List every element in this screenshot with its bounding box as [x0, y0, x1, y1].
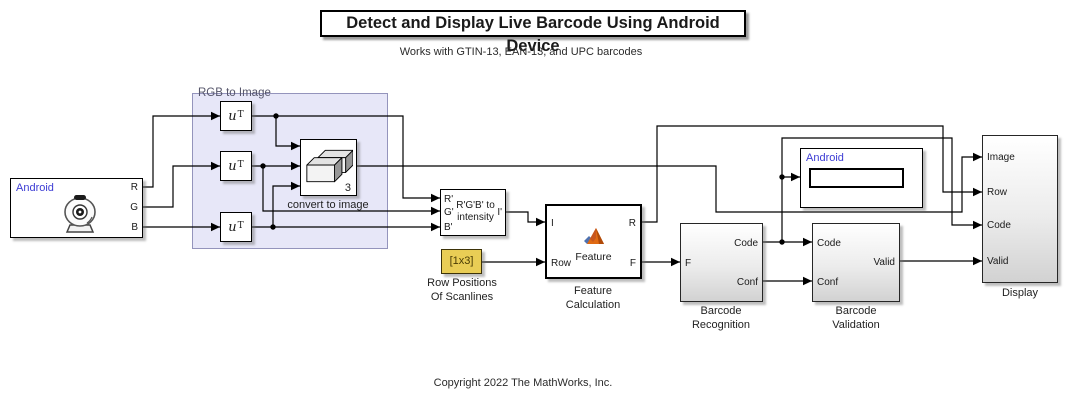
feature-calculation-label: Feature [574, 285, 612, 297]
barcode-validation-block[interactable]: Code Conf Valid [812, 223, 900, 302]
diagram-subtitle: Works with GTIN-13, EAN-13, and UPC barc… [399, 46, 643, 58]
port-in-image: Image [987, 152, 1015, 163]
image-cubes-icon [306, 149, 353, 183]
android-display-label: Android [806, 152, 844, 164]
junction-dot [260, 163, 266, 169]
junction-dot [270, 224, 276, 230]
port-out-code: Code [734, 238, 758, 249]
port-in-f: F [685, 258, 692, 269]
display-label: Display [1001, 287, 1039, 299]
wire-camera-g-to-transpose2[interactable] [143, 161, 221, 208]
port-out-valid: Valid [873, 257, 896, 268]
text-display-screen [809, 168, 904, 188]
area-label: RGB to Image [198, 87, 271, 99]
wire-transpose1-to-rprime[interactable] [252, 115, 441, 203]
port-in-gprime: G' [444, 207, 454, 218]
android-camera-block[interactable]: Android R G B [10, 178, 143, 238]
port-in-i: I [551, 218, 554, 229]
wire-convert-to-display-image[interactable] [357, 152, 983, 213]
barcode-recognition-label: Barcode [700, 305, 742, 317]
port-out-b: B [131, 222, 138, 233]
junction-dot [273, 113, 279, 119]
android-display-block[interactable]: Android [800, 148, 923, 208]
wire-code-to-display-code[interactable] [781, 137, 983, 242]
wire-feature-r-to-display-row[interactable] [642, 125, 983, 223]
transpose-symbol: u [228, 158, 237, 174]
display-block[interactable]: Image Row Code Valid [982, 135, 1058, 283]
transpose-symbol: u [228, 108, 237, 124]
feature-calculation-block[interactable]: I Row R F Feature [545, 204, 642, 279]
scanline-constant-block[interactable]: [1x3] [441, 249, 482, 274]
convert-to-image-label: convert to image [287, 199, 369, 211]
barcode-recognition-label: Recognition [691, 319, 751, 331]
feature-icon-label: Feature [575, 251, 612, 263]
barcode-validation-label: Validation [832, 319, 880, 331]
port-in-row: Row [987, 187, 1008, 198]
port-in-row: Row [551, 258, 572, 269]
rgb-to-intensity-text: R'G'B' to intensity [456, 200, 495, 223]
port-out-r: R [130, 182, 138, 193]
matlab-logo-icon [584, 228, 604, 244]
barcode-validation-label: Barcode [835, 305, 877, 317]
junction-dot [779, 174, 785, 180]
diagram-title: Detect and Display Live Barcode Using An… [320, 10, 746, 55]
wire-branch3-to-convert[interactable] [272, 181, 301, 227]
port-out-g: G [130, 202, 138, 213]
port-out-iprime: I' [497, 207, 502, 218]
port-out-conf: Conf [736, 277, 758, 288]
port-out-f: F [629, 258, 636, 269]
copyright-note: Copyright 2022 The MathWorks, Inc. [433, 377, 613, 389]
wire-intensity-to-feature-i[interactable] [506, 211, 546, 227]
port-in-conf: Conf [817, 277, 839, 288]
port-in-code: Code [817, 238, 841, 249]
port-in-valid: Valid [987, 256, 1009, 267]
signal-dimension-badge: 3 [344, 182, 351, 194]
wire-branch1-to-convert[interactable] [275, 116, 301, 151]
feature-calculation-label: Calculation [565, 299, 621, 311]
wire-branch2-to-gprime[interactable] [262, 166, 441, 216]
port-in-code: Code [987, 220, 1011, 231]
port-out-r: R [628, 218, 636, 229]
transpose-symbol: u [228, 219, 237, 235]
constant-value: [1x3] [449, 255, 474, 267]
convert-to-image-block[interactable]: 3 [300, 139, 357, 196]
port-in-rprime: R' [444, 194, 454, 205]
scanline-constant-label: Row Positions [427, 277, 497, 289]
scanline-constant-label: Of Scanlines [430, 291, 494, 303]
webcam-icon [64, 195, 96, 233]
wire-camera-r-to-transpose1[interactable] [143, 111, 221, 188]
barcode-recognition-block[interactable]: F Code Conf [680, 223, 763, 302]
rgb-to-intensity-block[interactable]: R' G' B' I' R'G'B' to intensity [440, 189, 506, 236]
port-in-bprime: B' [444, 222, 453, 233]
junction-dot [779, 239, 785, 245]
android-camera-label: Android [16, 182, 54, 194]
